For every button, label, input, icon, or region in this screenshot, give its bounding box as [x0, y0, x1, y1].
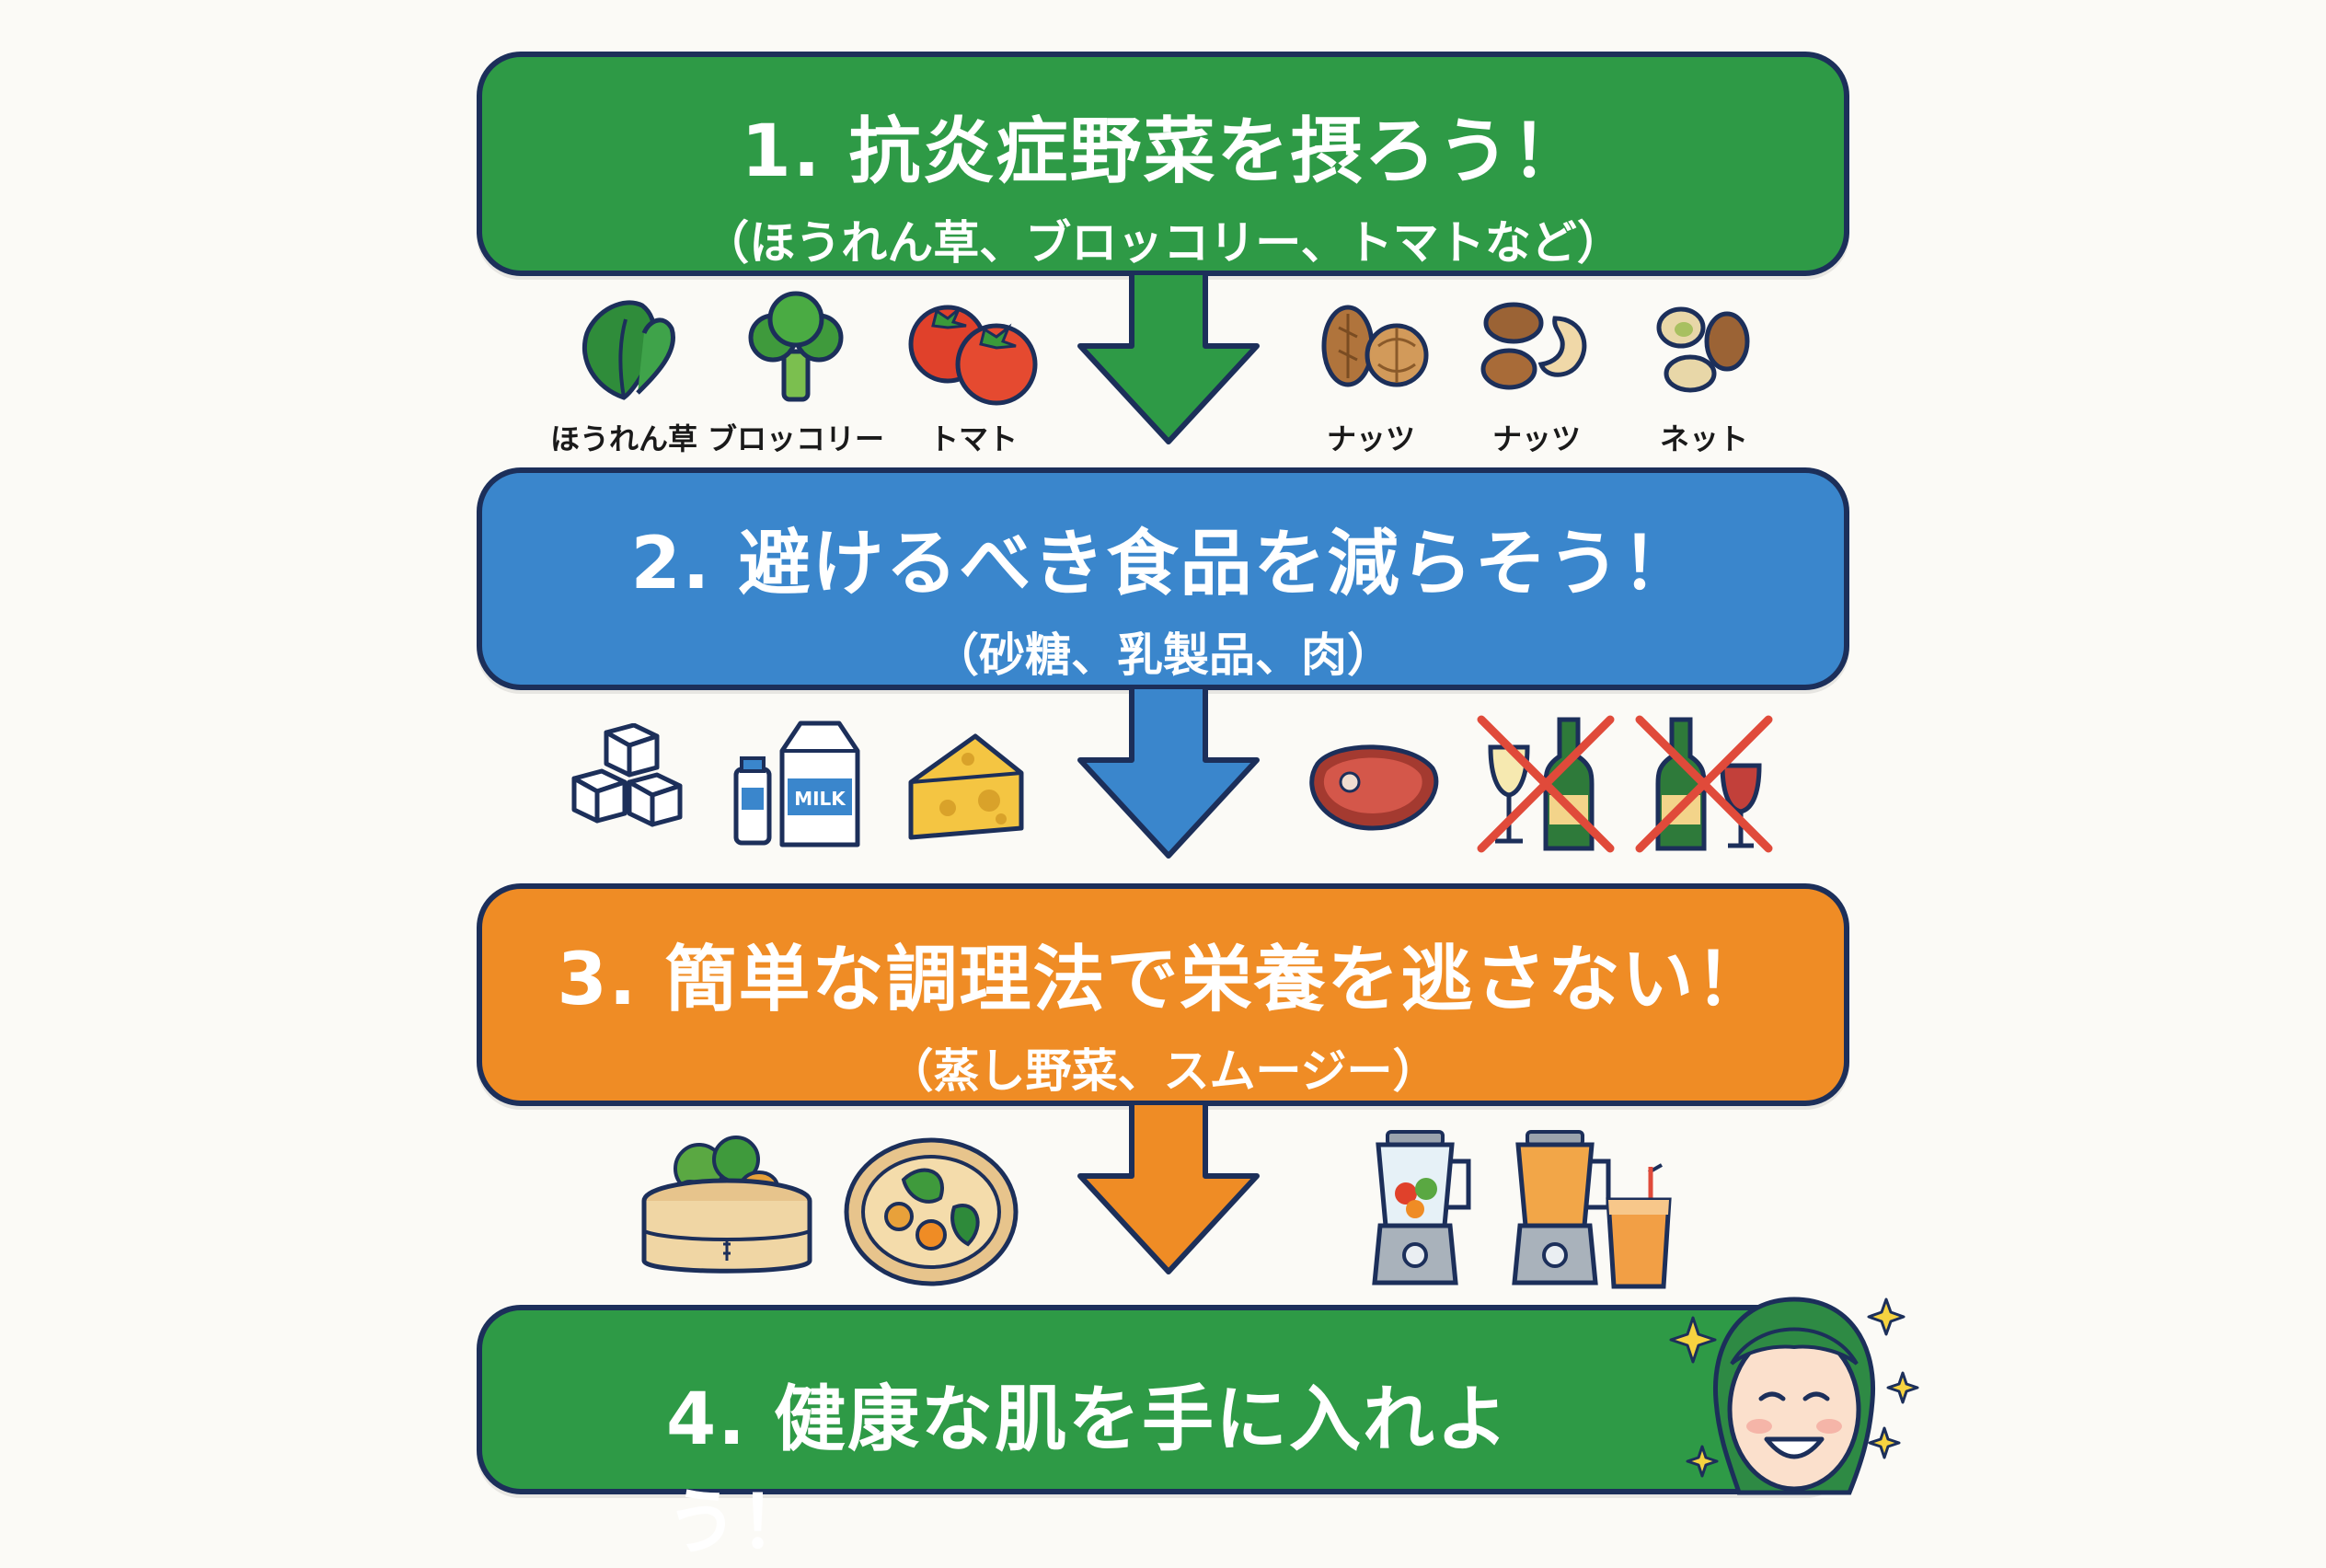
- nut-label-3: ネット: [1659, 421, 1748, 456]
- broccoli-label: ブロッコリー: [707, 421, 884, 456]
- step-3-subtitle: （蒸し野菜、スムージー）: [887, 1044, 1439, 1098]
- nuts-label-2: ナッツ: [1491, 421, 1581, 456]
- sugar-cubes-icon: [571, 723, 683, 827]
- steamed-bowl-icon: [844, 1137, 1019, 1286]
- steamer-basket-icon: [641, 1136, 812, 1274]
- arrow-down-1: [1077, 272, 1260, 444]
- milk-text: MILK: [794, 788, 846, 810]
- step-1-title: 1. 抗炎症野菜を摂ろう！: [741, 110, 1585, 193]
- almond-walnut-icon: [1321, 305, 1429, 387]
- step-2-box: 2. 避けるべき食品を減らそう！ （砂糖、乳製品、肉）: [477, 467, 1849, 690]
- no-red-wine-icon: [1635, 715, 1773, 853]
- step-4-title: 4. 健康な肌を手に入れよう！: [666, 1378, 1511, 1564]
- arrow-down-3: [1077, 1102, 1260, 1274]
- arrow-down-2: [1077, 686, 1260, 859]
- broccoli-icon: [748, 291, 844, 402]
- spinach-icon: [582, 300, 675, 400]
- nuts-label-1: ナッツ: [1326, 421, 1415, 456]
- no-white-wine-icon: [1477, 715, 1615, 853]
- step-3-title: 3. 簡単な調理法で栄養を逃さない！: [557, 939, 1769, 1021]
- tomato-label: トマト: [928, 421, 1018, 456]
- step-1-subtitle: （ほうれん草、ブロッコリー、トマトなど）: [703, 216, 1623, 270]
- cheese-icon: [908, 733, 1024, 840]
- spinach-label: ほうれん草: [549, 421, 697, 456]
- juice-glass-icon: [1606, 1163, 1672, 1289]
- step-2-title: 2. 避けるべき食品を減らそう！: [630, 523, 1696, 605]
- almond-cashew-icon: [1480, 302, 1587, 390]
- milk-carton-icon: MILK: [733, 721, 860, 847]
- tomato-icon: [908, 305, 1038, 406]
- step-3-box: 3. 簡単な調理法で栄養を逃さない！ （蒸し野菜、スムージー）: [477, 883, 1849, 1106]
- smiling-woman-icon: [1669, 1297, 1919, 1495]
- steak-icon: [1309, 744, 1439, 831]
- step-1-box: 1. 抗炎症野菜を摂ろう！ （ほうれん草、ブロッコリー、トマトなど）: [477, 52, 1849, 276]
- blender-icon: [1372, 1130, 1471, 1286]
- step-4-box: 4. 健康な肌を手に入れよう！: [477, 1305, 1849, 1564]
- step-2-subtitle: （砂糖、乳製品、肉）: [933, 628, 1393, 682]
- pistachio-icon: [1656, 306, 1750, 393]
- juicer-icon: [1512, 1130, 1611, 1286]
